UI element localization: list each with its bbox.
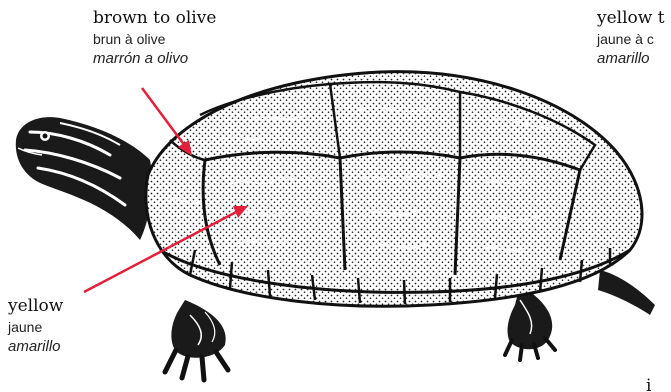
label-french: brun à olive [93, 31, 216, 48]
label-french: jaune [8, 319, 63, 336]
label-partial-bottom: i [646, 376, 651, 392]
label-yellow-top: yellow t jaune à c amarillo [597, 8, 665, 68]
label-french: jaune à c [597, 31, 665, 48]
label-yellow: yellow jaune amarillo [8, 296, 63, 356]
label-english: brown to olive [93, 8, 216, 28]
front-leg [165, 300, 228, 380]
turtle-shell [146, 72, 642, 307]
label-spanish: amarillo [8, 338, 63, 356]
label-spanish: marrón a olivo [93, 50, 216, 68]
label-english: yellow t [597, 8, 665, 28]
turtle-head [16, 117, 152, 240]
label-english: yellow [8, 296, 63, 316]
label-brown-to-olive: brown to olive brun à olive marrón a oli… [93, 8, 216, 68]
label-spanish: amarillo [597, 50, 665, 68]
